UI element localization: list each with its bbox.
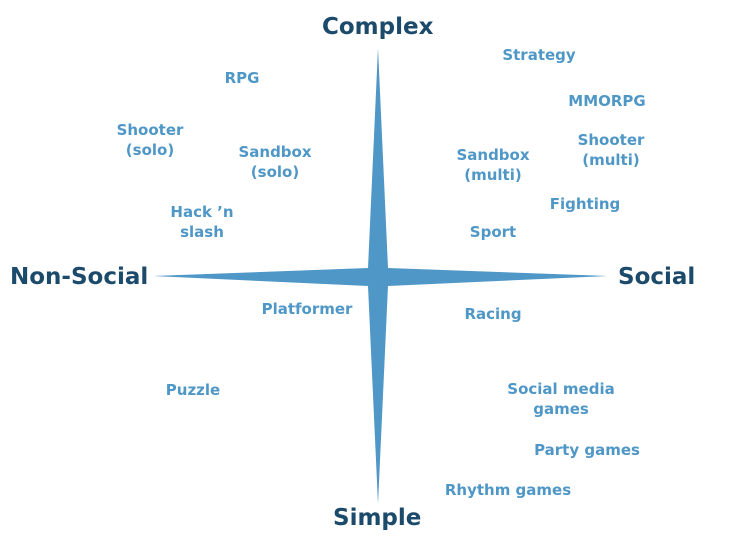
genre-sandbox-multi-line1: Sandbox bbox=[456, 146, 530, 164]
genre-sport-label: Sport bbox=[469, 223, 517, 241]
axis-label-simple: Simple bbox=[333, 505, 422, 531]
genre-party-games: Party games bbox=[534, 440, 640, 460]
genre-rhythm-games-label: Rhythm games bbox=[444, 481, 572, 499]
genre-shooter-multi-line2: (multi) bbox=[582, 151, 640, 169]
genre-platformer-label: Platformer bbox=[261, 300, 353, 318]
genre-hack-n-slash-line1: Hack ’n bbox=[170, 203, 234, 221]
genre-party-games-label: Party games bbox=[534, 441, 640, 459]
genre-fighting: Fighting bbox=[550, 194, 621, 214]
genre-hack-n-slash: Hack ’n slash bbox=[170, 202, 233, 242]
genre-shooter-solo-line2: (solo) bbox=[125, 141, 175, 159]
genre-shooter-multi-line1: Shooter bbox=[577, 131, 645, 149]
genre-social-media-games-line2: games bbox=[533, 400, 589, 418]
genre-sandbox-solo-line1: Sandbox bbox=[238, 143, 312, 161]
genre-racing-label: Racing bbox=[464, 305, 522, 323]
genre-strategy-label: Strategy bbox=[502, 46, 576, 64]
genre-shooter-multi: Shooter (multi) bbox=[578, 130, 645, 170]
genre-fighting-label: Fighting bbox=[549, 195, 621, 213]
genre-shooter-solo-line1: Shooter bbox=[116, 121, 184, 139]
genre-social-media-games: Social media games bbox=[507, 379, 614, 419]
star-shape bbox=[153, 48, 608, 504]
genre-rpg-label: RPG bbox=[224, 69, 260, 87]
axis-label-non-social: Non-Social bbox=[10, 264, 149, 290]
genre-rpg: RPG bbox=[225, 68, 260, 88]
genre-shooter-solo: Shooter (solo) bbox=[117, 120, 184, 160]
genre-strategy: Strategy bbox=[502, 45, 575, 65]
axis-label-complex: Complex bbox=[322, 14, 434, 40]
genre-puzzle: Puzzle bbox=[166, 380, 220, 400]
axis-label-social: Social bbox=[618, 264, 696, 290]
genre-platformer: Platformer bbox=[262, 299, 353, 319]
genre-sandbox-multi: Sandbox (multi) bbox=[456, 145, 529, 185]
genre-puzzle-label: Puzzle bbox=[165, 381, 221, 399]
genre-hack-n-slash-line2: slash bbox=[180, 223, 224, 241]
genre-social-media-games-line1: Social media bbox=[507, 380, 615, 398]
genre-sandbox-solo-line2: (solo) bbox=[250, 163, 300, 181]
genre-sandbox-solo: Sandbox (solo) bbox=[238, 142, 311, 182]
genre-sport: Sport bbox=[470, 222, 516, 242]
genre-mmorpg-label: MMORPG bbox=[568, 92, 646, 110]
genre-sandbox-multi-line2: (multi) bbox=[464, 166, 522, 184]
genre-racing: Racing bbox=[464, 304, 521, 324]
genre-rhythm-games: Rhythm games bbox=[445, 480, 571, 500]
genre-mmorpg: MMORPG bbox=[568, 91, 645, 111]
